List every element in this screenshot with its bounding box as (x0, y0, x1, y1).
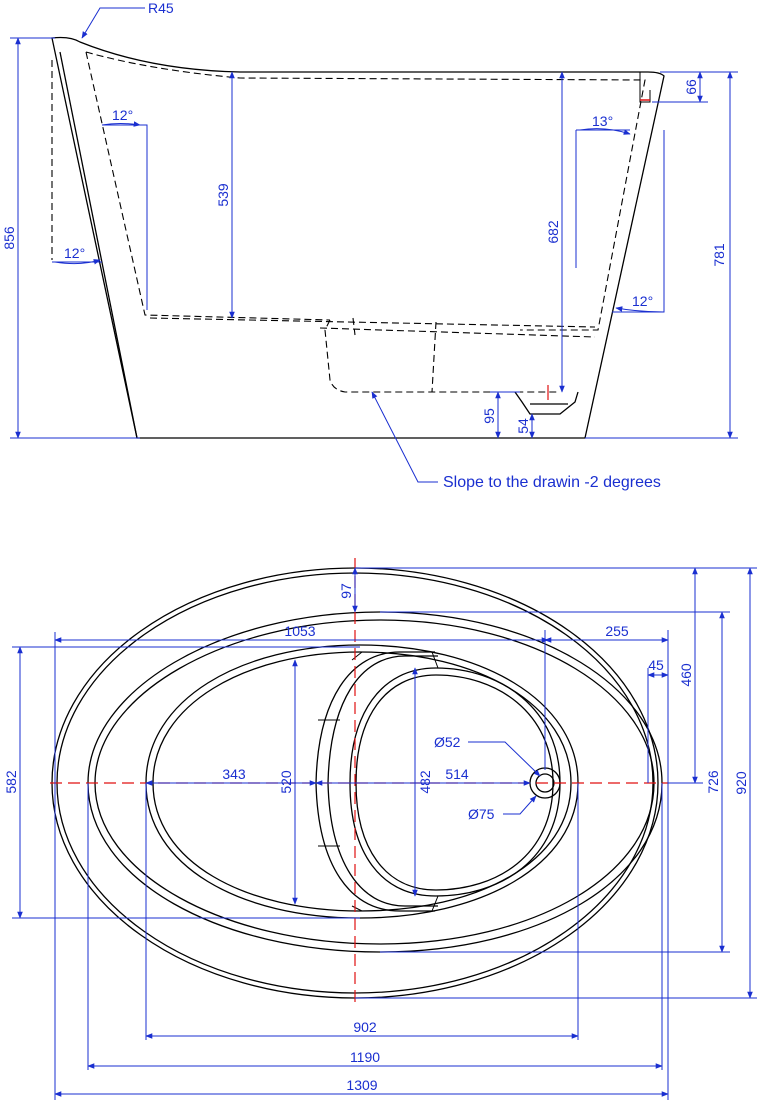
dim-539-text: 539 (215, 183, 231, 207)
drain-outer-text: Ø75 (468, 806, 495, 822)
dim-1309-text: 1309 (346, 1077, 377, 1093)
inner-rim-1 (87, 611, 663, 953)
dim-97-text: 97 (338, 583, 354, 599)
angle-right-top-ext (575, 129, 630, 268)
drain-inner-text: Ø52 (434, 734, 461, 750)
dim-482-text: 482 (417, 770, 433, 794)
top-view: 97 1053 255 45 460 726 920 582 (3, 558, 757, 1100)
seat-panel-lines (318, 651, 439, 912)
dim-514-text: 514 (445, 766, 469, 782)
tub-inner-wall-left (59, 51, 138, 439)
tub-seat-dashed (149, 317, 596, 393)
angle-left-outer-text: 12° (64, 245, 85, 261)
tub-outer-profile (51, 36, 665, 439)
side-view: 856 539 682 781 66 95 54 R45 12° 12° 13° (1, 0, 738, 491)
dim-520-text: 520 (278, 770, 294, 794)
dim-343-text: 343 (222, 766, 246, 782)
dim-45-text: 45 (648, 657, 664, 673)
drain-outer-leader (503, 795, 537, 815)
dim-682-text: 682 (545, 220, 561, 244)
dim-460-text: 460 (678, 663, 694, 687)
angle-right-top-text: 13° (592, 113, 613, 129)
tub-seat-dashed-v (352, 317, 437, 393)
angle-left-inner-arc (101, 121, 141, 127)
bath-floor-outer (145, 644, 579, 919)
dim-54-text: 54 (515, 418, 531, 434)
bath-floor-inner (152, 651, 572, 912)
r45-leader (81, 7, 145, 39)
angle-right-top-arc (579, 128, 631, 135)
tub-inner-dashed (85, 51, 646, 331)
dim-920-text: 920 (733, 771, 749, 795)
dim-902-text: 902 (353, 1019, 377, 1035)
r45-text: R45 (148, 0, 174, 16)
dim-856-text: 856 (1, 226, 17, 250)
dim-781-text: 781 (711, 243, 727, 267)
dim-66-text: 66 (683, 79, 699, 95)
angle-right-bottom-ext (612, 130, 665, 313)
drain-inner-leader (468, 741, 541, 777)
slope-note-text: Slope to the drawin -2 degrees (443, 474, 661, 491)
angle-left-inner-ext (102, 124, 148, 310)
seat-inner-2 (355, 674, 554, 891)
dim-582-text: 582 (3, 770, 19, 794)
angle-right-bottom-arc (615, 306, 665, 313)
dim-1190-text: 1190 (350, 1049, 380, 1065)
angle-left-outer-arc (54, 259, 101, 265)
inner-rim-2 (94, 619, 655, 945)
dim-726-text: 726 (705, 770, 721, 794)
seat-inner (349, 667, 561, 897)
slope-note-leader (371, 391, 438, 483)
dim-255-text: 255 (605, 623, 629, 639)
dim-95-text: 95 (481, 408, 497, 424)
rim-detail (639, 72, 651, 103)
dim-1053-text: 1053 (284, 623, 315, 639)
angle-left-inner-text: 12° (112, 107, 133, 123)
drain-side (514, 391, 579, 415)
angle-right-bottom-text: 12° (632, 293, 653, 309)
